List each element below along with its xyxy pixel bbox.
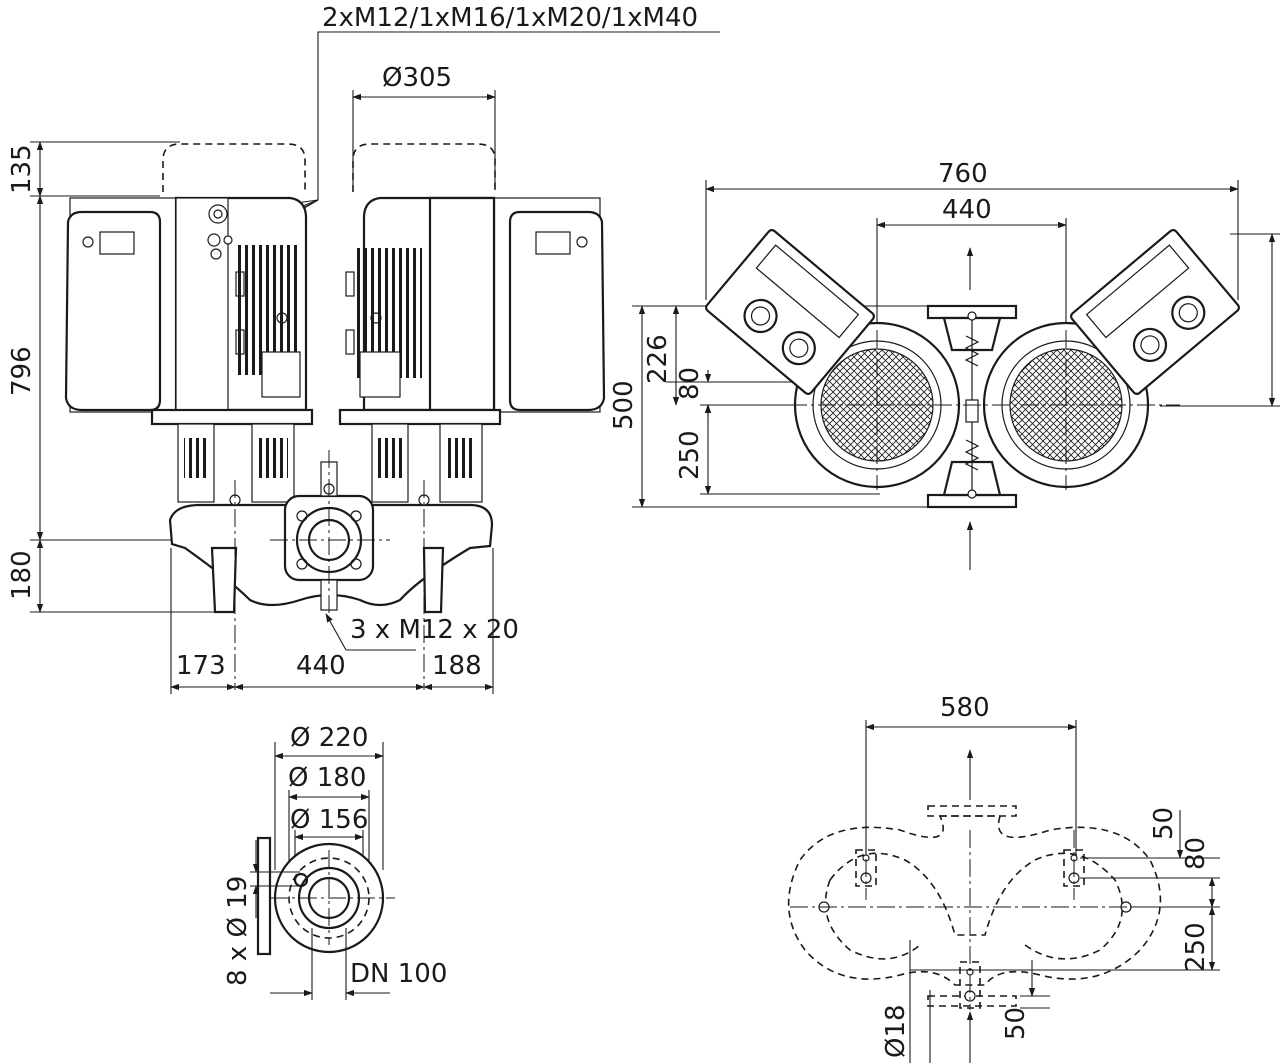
flange-d220-label: Ø 220: [290, 723, 368, 753]
dim-135-label: 135: [7, 144, 37, 194]
dim-80-top-label: 80: [675, 367, 705, 400]
flange-holes-label: 8 x Ø 19: [223, 876, 253, 986]
flange-d180-label: Ø 180: [288, 763, 366, 793]
dim-80-right-label: 80: [1181, 837, 1211, 870]
top-view: [632, 180, 1280, 570]
dim-50-right-label: 50: [1149, 807, 1179, 840]
dim-180-label: 180: [7, 550, 37, 600]
dim-440-top-label: 440: [942, 195, 992, 225]
dim-796-label: 796: [7, 346, 37, 396]
dim-250-right-label: 250: [1181, 922, 1211, 972]
bolts-label: 3 x M12 x 20: [350, 615, 519, 645]
motor-diameter-label: Ø305: [382, 63, 452, 93]
dimension-labels: 2xM12/1xM16/1xM20/1xM40 Ø305 135 796 180…: [7, 3, 1211, 1058]
dim-d18-label: Ø18: [881, 1004, 911, 1058]
dim-226-label: 226: [643, 334, 673, 384]
dim-580-label: 580: [940, 693, 990, 723]
dim-173-label: 173: [176, 651, 226, 681]
foot-view: [787, 720, 1220, 1063]
front-view: [30, 31, 720, 694]
dim-188-label: 188: [432, 651, 482, 681]
flange-dn-label: DN 100: [350, 959, 447, 989]
dim-250-top-label: 250: [675, 430, 705, 480]
flange-detail: [250, 742, 395, 1000]
dim-50-bottom-label: 50: [1001, 1007, 1031, 1040]
dim-440-front-label: 440: [296, 651, 346, 681]
dim-500-label: 500: [609, 380, 639, 430]
dim-760-label: 760: [938, 159, 988, 189]
cable-glands-label: 2xM12/1xM16/1xM20/1xM40: [322, 3, 698, 33]
flange-d156-label: Ø 156: [290, 805, 368, 835]
